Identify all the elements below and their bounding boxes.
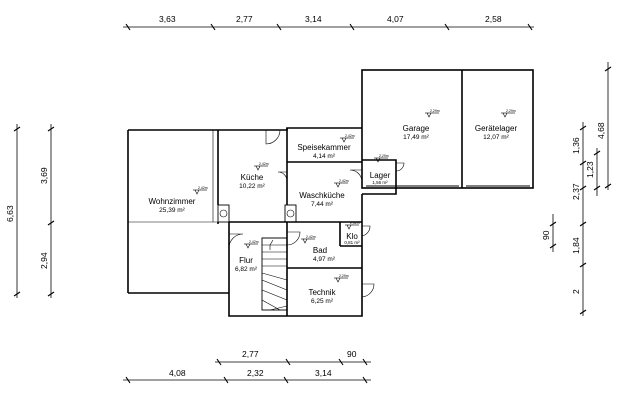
room-area-lager: 1,56 m²: [372, 180, 388, 185]
room-area-speisekammer: 4,14 m²: [313, 153, 336, 160]
dim-right-mid-3: 1,84: [571, 237, 581, 254]
room-lager: Lager 1,56 m²: [370, 171, 391, 185]
dim-bottom-inner-2: 90: [347, 349, 357, 359]
room-area-bad: 4,97 m²: [313, 256, 336, 263]
height-marker-speisekammer: 2,42m: [340, 134, 355, 143]
room-geraetelager: Gerätelager 12,07 m²: [475, 124, 518, 141]
height-marker-geraetelager: 2,29m: [501, 109, 516, 118]
room-area-waschkueche: 7,44 m²: [311, 201, 334, 208]
room-labels: Wohnzimmer 25,39 m² Küche 10,22 m² Speis…: [149, 124, 518, 305]
dim-right-mid-2: 2,37: [571, 183, 581, 200]
room-speisekammer: Speisekammer 4,14 m²: [297, 143, 351, 160]
height-marker-technik: 2,29m: [334, 274, 349, 283]
dim-top-4: 4,07: [387, 14, 404, 24]
height-lager: 2,29m: [379, 154, 389, 158]
dim-left-inner-2: 2,94: [39, 252, 49, 269]
dim-bottom-outer-3: 3,14: [315, 368, 332, 378]
height-flur: 2,42m: [249, 240, 259, 244]
room-garage: Garage 17,49 m²: [403, 124, 430, 141]
dim-right-mid-4: 2: [571, 289, 581, 294]
height-kueche: 2,42m: [259, 162, 269, 166]
room-area-kueche: 10,22 m²: [239, 183, 265, 190]
dim-top-5: 2,58: [485, 14, 502, 24]
room-name-klo: Klo: [346, 232, 358, 241]
room-name-technik: Technik: [308, 288, 336, 297]
room-area-wohnzimmer: 25,39 m²: [159, 207, 185, 214]
height-marker-waschkueche: 2,42m: [334, 179, 349, 188]
height-technik: 2,29m: [339, 274, 349, 278]
height-bad: 2,42m: [306, 235, 316, 239]
dim-left-outer: 6,63: [5, 205, 15, 222]
room-name-lager: Lager: [370, 171, 391, 180]
room-technik: Technik 6,25 m²: [308, 288, 336, 305]
room-area-klo: 0,81 m²: [344, 240, 360, 245]
dim-bottom-outer-1: 4,08: [169, 368, 186, 378]
room-kueche: Küche 10,22 m²: [239, 173, 265, 190]
room-name-wohnzimmer: Wohnzimmer: [149, 197, 196, 206]
room-bad: Bad 4,97 m²: [313, 246, 336, 263]
dim-left-inner-1: 3,69: [39, 167, 49, 184]
dim-top-3: 3,14: [305, 14, 322, 24]
height-speisekammer: 2,42m: [345, 134, 355, 138]
height-wohnzimmer: 2,42m: [198, 186, 208, 190]
room-name-speisekammer: Speisekammer: [297, 143, 351, 152]
height-marker-bad: 2,42m: [301, 235, 316, 244]
dim-top-1: 3,63: [159, 14, 176, 24]
height-geraetelager: 2,29m: [506, 109, 516, 113]
dim-right-mid-1: 1,36: [571, 137, 581, 154]
dim-right-outer: 4,68: [596, 122, 606, 139]
height-marker-flur: 2,42m: [244, 240, 259, 249]
room-name-bad: Bad: [313, 246, 327, 255]
doors: [228, 129, 405, 298]
room-name-kueche: Küche: [241, 173, 264, 182]
dimension-lines: [13, 23, 612, 384]
height-waschkueche: 2,42m: [339, 179, 349, 183]
dim-top-2: 2,77: [236, 14, 253, 24]
room-area-technik: 6,25 m²: [311, 298, 334, 305]
height-garage: 2,29m: [430, 109, 440, 113]
shafts: [217, 204, 297, 223]
height-marker-klo: 2,42m: [345, 221, 360, 230]
height-marker-lager: 2,29m: [374, 154, 389, 163]
room-wohnzimmer: Wohnzimmer 25,39 m²: [149, 197, 196, 214]
dim-right-inner: 90: [541, 230, 551, 240]
dim-bottom-inner-1: 2,77: [242, 349, 259, 359]
room-name-garage: Garage: [403, 124, 430, 133]
room-area-flur: 6,82 m²: [235, 266, 258, 273]
height-marker-kueche: 2,42m: [254, 162, 269, 171]
stairs: [261, 237, 288, 311]
dim-right-small: 1,23: [585, 161, 595, 178]
height-markers: 2,42m 2,42m 2,42m 2,42m 2,42m 2,42m: [193, 109, 516, 283]
height-marker-wohnzimmer: 2,42m: [193, 186, 208, 195]
dim-bottom-outer-2: 2,32: [247, 368, 264, 378]
dimension-labels: 3,63 2,77 3,14 4,07 2,58 2,77 90 4,08 2,…: [5, 14, 606, 378]
room-flur: Flur 6,82 m²: [235, 256, 258, 273]
height-klo: 2,42m: [350, 221, 360, 225]
room-name-geraetelager: Gerätelager: [475, 124, 518, 133]
room-klo: Klo 0,81 m²: [344, 232, 360, 245]
room-waschkueche: Waschküche 7,44 m²: [299, 191, 345, 208]
room-name-waschkueche: Waschküche: [299, 191, 345, 200]
room-area-garage: 17,49 m²: [403, 134, 429, 141]
room-name-flur: Flur: [239, 256, 253, 265]
room-area-geraetelager: 12,07 m²: [483, 134, 509, 141]
height-marker-garage: 2,29m: [425, 109, 440, 118]
